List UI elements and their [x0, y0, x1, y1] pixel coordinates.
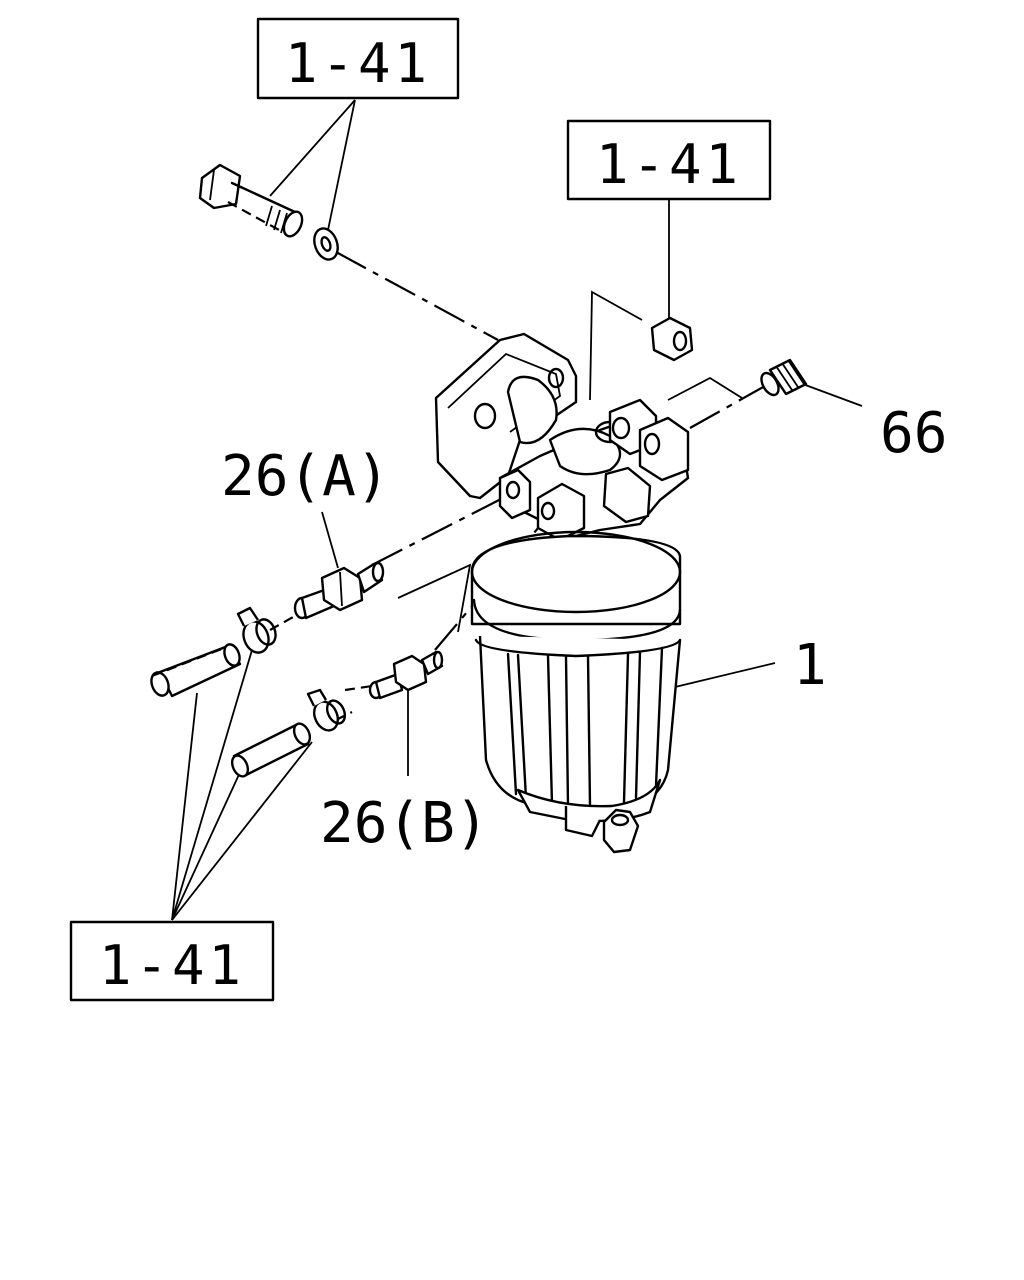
bracket[interactable]	[434, 332, 578, 500]
hose-upper[interactable]	[148, 642, 242, 698]
leader-lines	[171, 99, 863, 921]
connector-26b[interactable]	[368, 650, 444, 700]
nut[interactable]	[650, 316, 694, 362]
callout-1: 1	[793, 633, 827, 698]
ref-label-top-right: 1-41	[596, 133, 742, 196]
callout-26b: 26(B)	[320, 791, 489, 856]
filter-bowl[interactable]	[470, 530, 682, 854]
callout-66: 66	[880, 401, 947, 466]
ref-label-top-left: 1-41	[285, 32, 431, 95]
assembly-lines	[269, 251, 766, 721]
ref-box-top-left[interactable]: 1-41	[256, 17, 460, 100]
bolt[interactable]	[198, 163, 306, 239]
ref-box-top-right[interactable]: 1-41	[566, 119, 772, 201]
filter-head[interactable]	[498, 398, 690, 542]
ref-label-bottom-left: 1-41	[99, 934, 245, 997]
hose-lower[interactable]	[229, 721, 313, 779]
connector-26a[interactable]	[293, 561, 385, 620]
hose-clip-lower[interactable]	[306, 688, 348, 734]
washer[interactable]	[310, 225, 342, 263]
callout-26a: 26(A)	[221, 444, 390, 509]
hose-clip-upper[interactable]	[236, 606, 279, 656]
plug-66[interactable]	[758, 358, 808, 398]
ref-box-bottom-left[interactable]: 1-41	[69, 920, 275, 1002]
